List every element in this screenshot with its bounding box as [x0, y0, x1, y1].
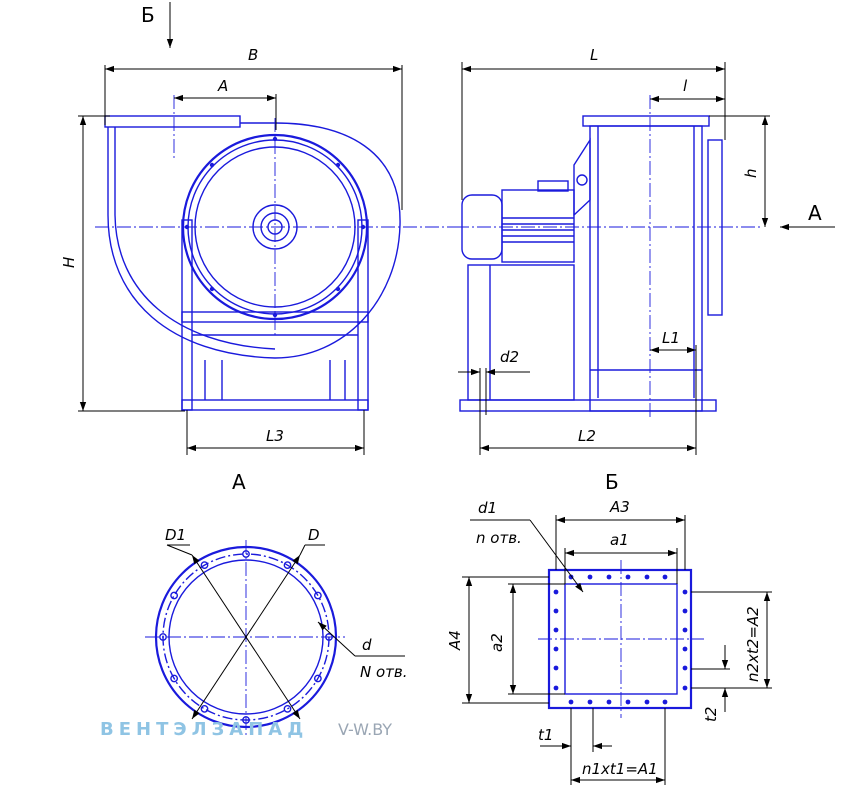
label-A: A [217, 77, 228, 95]
section-b-marker: Б [141, 3, 155, 27]
bolt-hole [587, 699, 593, 705]
label-d: d [362, 636, 372, 654]
label-A3: A3 [609, 498, 630, 516]
bolt-hole [200, 704, 209, 713]
bolt-hole [682, 627, 688, 633]
bolt-hole [553, 627, 559, 633]
bolt-hole [625, 699, 631, 705]
label-B: B [248, 46, 258, 64]
front-bolt-hole [209, 286, 215, 292]
view-a [145, 540, 405, 735]
side-inlet-flange [707, 139, 723, 316]
front-frame-base [181, 399, 369, 411]
bolt-hole [568, 574, 574, 580]
bolt-hole [568, 699, 574, 705]
side-motor-bracket [573, 137, 591, 217]
label-L3: L3 [266, 427, 284, 445]
front-dimensions [78, 2, 403, 455]
front-bolt-hole [335, 286, 341, 292]
bolt-hole [682, 608, 688, 614]
view-b [462, 515, 772, 785]
label-d2: d2 [500, 348, 519, 366]
label-d1: d1 [478, 499, 497, 517]
bolt-hole [682, 685, 688, 691]
bolt-hole [606, 699, 612, 705]
front-outlet-flange [104, 115, 241, 128]
bolt-hole [553, 685, 559, 691]
side-dimensions [458, 62, 835, 455]
bolt-hole [553, 589, 559, 595]
front-scroll-inner [114, 127, 276, 350]
side-base-plate [459, 399, 717, 412]
label-L2: L2 [578, 427, 596, 445]
front-bolt-hole [209, 162, 215, 168]
bolt-hole [170, 591, 179, 600]
bolt-hole [682, 665, 688, 671]
side-motor-pedestal [467, 264, 575, 401]
view-b-bolt-holes [553, 574, 688, 705]
label-N-holes: N отв. [360, 663, 408, 681]
front-bolt-hole [272, 312, 278, 318]
label-A4: A4 [446, 630, 464, 651]
bolt-hole [682, 589, 688, 595]
bolt-hole [553, 646, 559, 652]
front-scroll-housing [107, 122, 401, 359]
bolt-hole [662, 699, 668, 705]
view-a-title: А [232, 470, 246, 494]
dim-leader-d [317, 621, 356, 657]
front-view [95, 95, 455, 411]
bolt-hole [625, 574, 631, 580]
watermark-brand: ВЕНТЭЛЗАПАД [100, 719, 309, 740]
side-housing-body [589, 125, 703, 412]
label-h: h [742, 168, 760, 178]
label-l: l [683, 77, 688, 95]
bolt-hole [159, 633, 167, 641]
label-a1: a1 [610, 531, 629, 549]
bolt-hole [553, 665, 559, 671]
side-bracket-hole [576, 174, 588, 186]
dim-leader-d1 [529, 519, 584, 593]
side-motor-body [501, 189, 575, 263]
label-H: H [60, 257, 78, 268]
bolt-hole [644, 574, 650, 580]
label-n1t1: n1xt1=A1 [582, 760, 658, 778]
front-bolt-hole [335, 162, 341, 168]
section-a-marker: А [808, 201, 822, 225]
bolt-hole [553, 608, 559, 614]
bolt-hole [587, 574, 593, 580]
bolt-hole [313, 591, 322, 600]
side-view [455, 95, 760, 420]
front-bolt-hole [272, 136, 278, 142]
side-outlet-flange [582, 115, 710, 127]
label-t2: t2 [702, 707, 720, 722]
view-b-title: Б [605, 470, 619, 494]
labels: Б А А Б B A H L3 L l h L1 d2 L2 D1 D d N… [60, 3, 822, 778]
bolt-hole [606, 574, 612, 580]
bolt-hole [313, 674, 322, 683]
bolt-hole [170, 674, 179, 683]
label-n-holes: n отв. [476, 529, 522, 547]
bolt-hole [682, 646, 688, 652]
bolt-hole [644, 699, 650, 705]
dim-line-D [191, 554, 301, 720]
label-a2: a2 [488, 633, 506, 652]
label-D1: D1 [165, 526, 186, 544]
label-D: D [308, 526, 320, 544]
label-n2t2: n2xt2=A2 [744, 606, 762, 682]
side-motor-terminal-box [537, 180, 569, 192]
watermark-site: V-W.BY [338, 720, 393, 739]
label-t1: t1 [538, 726, 553, 744]
label-L1: L1 [662, 329, 680, 347]
label-L: L [590, 46, 598, 64]
bolt-hole [662, 574, 668, 580]
